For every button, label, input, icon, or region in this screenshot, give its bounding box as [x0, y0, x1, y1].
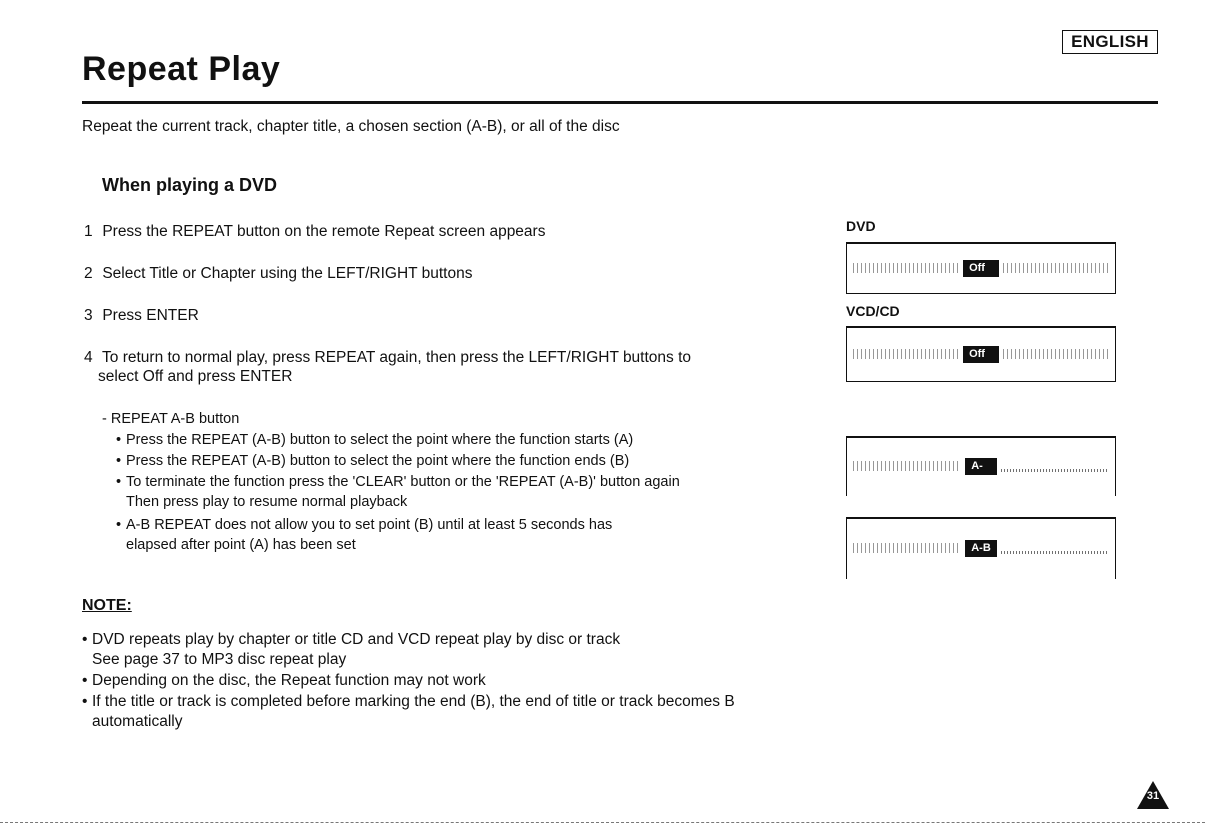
vcd-cd-label: VCD/CD	[846, 303, 900, 319]
bullet-icon: •	[116, 474, 122, 490]
osd-noise	[1002, 349, 1110, 359]
osd-row: A-	[853, 457, 1110, 475]
ab-heading: - REPEAT A-B button	[102, 411, 240, 427]
note-item-3: •If the title or track is completed befo…	[82, 692, 735, 732]
step-number: 4	[84, 349, 93, 366]
osd-row: Off	[853, 345, 1110, 363]
step-text-cont: select Off and press ENTER	[98, 368, 293, 385]
bullet-icon: •	[116, 432, 122, 448]
step-4: 4 To return to normal play, press REPEAT…	[84, 348, 691, 386]
step-number: 3	[84, 307, 93, 324]
page-title: Repeat Play	[82, 50, 281, 88]
intro-text: Repeat the current track, chapter title,…	[82, 118, 620, 135]
off-chip: Off	[963, 259, 999, 277]
note-text: DVD repeats play by chapter or title CD …	[92, 631, 621, 648]
bullet-text-cont: elapsed after point (A) has been set	[126, 537, 356, 553]
note-item-2: •Depending on the disc, the Repeat funct…	[82, 671, 486, 691]
page-number: 31	[1146, 790, 1160, 802]
bullet-text-cont: Then press play to resume normal playbac…	[126, 494, 408, 510]
ab-bullet-4: •A-B REPEAT does not allow you to set po…	[116, 515, 612, 555]
bullet-text: Press the REPEAT (A-B) button to select …	[126, 453, 630, 469]
dvd-osd-screen: Off	[846, 242, 1116, 294]
language-badge: ENGLISH	[1062, 30, 1158, 54]
bullet-icon: •	[82, 631, 88, 648]
vcd-osd-screen: Off	[846, 326, 1116, 382]
a-chip: A-	[965, 457, 997, 475]
bullet-text: To terminate the function press the 'CLE…	[126, 474, 680, 490]
osd-noise	[853, 349, 960, 359]
note-text-cont: automatically	[92, 713, 183, 730]
bullet-text: Press the REPEAT (A-B) button to select …	[126, 432, 634, 448]
note-heading: NOTE:	[82, 597, 132, 614]
title-rule	[82, 101, 1158, 104]
ab-bullet-3: •To terminate the function press the 'CL…	[116, 472, 680, 512]
note-text: If the title or track is completed befor…	[92, 693, 735, 710]
page-triangle-icon	[1137, 781, 1169, 809]
step-text: Press ENTER	[102, 307, 199, 324]
osd-dotted-line	[1000, 468, 1110, 472]
step-1: 1 Press the REPEAT button on the remote …	[84, 222, 545, 241]
step-2: 2 Select Title or Chapter using the LEFT…	[84, 264, 472, 283]
bullet-icon: •	[82, 672, 88, 689]
step-number: 2	[84, 265, 93, 282]
osd-noise	[1002, 263, 1110, 273]
ab-bullet-1: •Press the REPEAT (A-B) button to select…	[116, 430, 633, 450]
osd-noise	[853, 543, 962, 553]
ab-end-osd-screen: A-B	[846, 517, 1116, 579]
note-text-cont: See page 37 to MP3 disc repeat play	[92, 651, 347, 668]
ab-bullet-2: •Press the REPEAT (A-B) button to select…	[116, 451, 629, 471]
note-text: Depending on the disc, the Repeat functi…	[92, 672, 486, 689]
osd-noise	[853, 461, 962, 471]
step-text: To return to normal play, press REPEAT a…	[102, 349, 692, 366]
bullet-icon: •	[116, 453, 122, 469]
step-3: 3 Press ENTER	[84, 306, 199, 325]
step-text: Press the REPEAT button on the remote Re…	[102, 223, 546, 240]
step-number: 1	[84, 223, 93, 240]
bullet-icon: •	[82, 693, 88, 710]
note-item-1: •DVD repeats play by chapter or title CD…	[82, 630, 620, 670]
osd-noise	[853, 263, 960, 273]
bullet-icon: •	[116, 517, 122, 533]
bullet-text: A-B REPEAT does not allow you to set poi…	[126, 517, 613, 533]
bottom-rule	[0, 822, 1205, 823]
dvd-label: DVD	[846, 218, 876, 234]
osd-row: Off	[853, 259, 1110, 277]
osd-row: A-B	[853, 539, 1109, 557]
off-chip: Off	[963, 345, 999, 363]
ab-chip: A-B	[965, 539, 997, 557]
section-heading: When playing a DVD	[102, 175, 278, 195]
osd-dotted-line	[1000, 550, 1109, 554]
step-text: Select Title or Chapter using the LEFT/R…	[102, 265, 473, 282]
ab-start-osd-screen: A-	[846, 436, 1116, 496]
